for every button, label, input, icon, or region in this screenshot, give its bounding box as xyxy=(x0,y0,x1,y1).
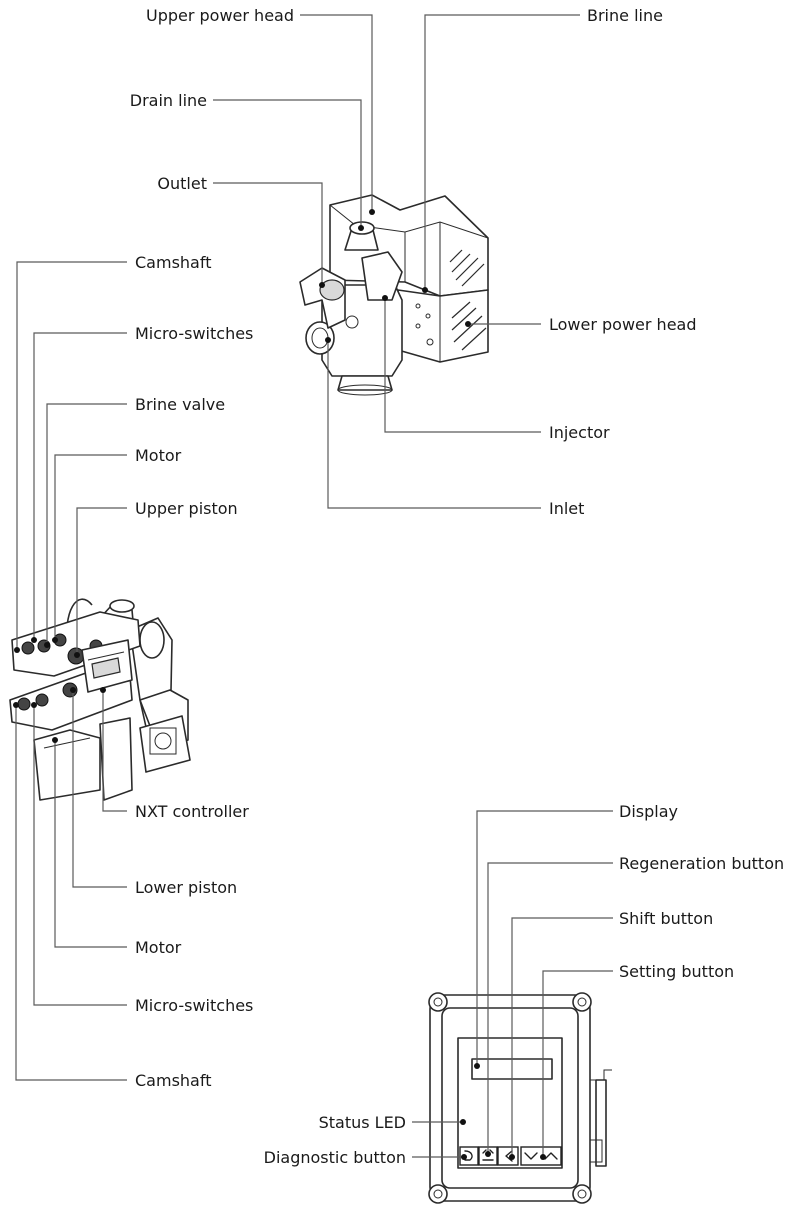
label-camshaft-bottom: Camshaft xyxy=(135,1071,211,1090)
valve-assembly-illustration xyxy=(299,194,489,396)
diagnostic-icon xyxy=(464,1150,473,1161)
label-drain-line: Drain line xyxy=(130,91,207,110)
regeneration-icon xyxy=(482,1149,494,1161)
labels: Upper power head Brine line Drain line O… xyxy=(130,6,784,1167)
controller-mechanism-illustration xyxy=(9,598,191,801)
label-motor-top: Motor xyxy=(135,446,182,465)
label-camshaft-top: Camshaft xyxy=(135,253,211,272)
label-brine-valve: Brine valve xyxy=(135,395,225,414)
shift-button[interactable] xyxy=(497,1146,519,1166)
label-shift-button: Shift button xyxy=(619,909,713,928)
label-lower-piston: Lower piston xyxy=(135,878,237,897)
label-upper-piston: Upper piston xyxy=(135,499,238,518)
label-micro-switches-top: Micro-switches xyxy=(135,324,253,343)
label-setting-button: Setting button xyxy=(619,962,734,981)
nxt-controller-panel xyxy=(428,992,612,1204)
label-injector: Injector xyxy=(549,423,610,442)
shift-arrow-icon xyxy=(505,1150,513,1162)
label-display: Display xyxy=(619,802,678,821)
label-upper-power-head: Upper power head xyxy=(146,6,294,25)
leader-lines xyxy=(15,14,613,1158)
label-brine-line: Brine line xyxy=(587,6,663,25)
leader-dots xyxy=(13,209,546,1160)
diagnostic-button[interactable] xyxy=(459,1146,479,1166)
label-inlet: Inlet xyxy=(549,499,584,518)
label-motor-bottom: Motor xyxy=(135,938,182,957)
label-micro-switches-bottom: Micro-switches xyxy=(135,996,253,1015)
label-regeneration-button: Regeneration button xyxy=(619,854,784,873)
label-diagnostic-button: Diagnostic button xyxy=(264,1148,406,1167)
down-arrow-icon xyxy=(524,1152,538,1160)
label-status-led: Status LED xyxy=(319,1113,406,1132)
up-arrow-icon xyxy=(544,1152,558,1160)
label-nxt-controller: NXT controller xyxy=(135,802,249,821)
label-lower-power-head: Lower power head xyxy=(549,315,697,334)
label-outlet: Outlet xyxy=(157,174,207,193)
